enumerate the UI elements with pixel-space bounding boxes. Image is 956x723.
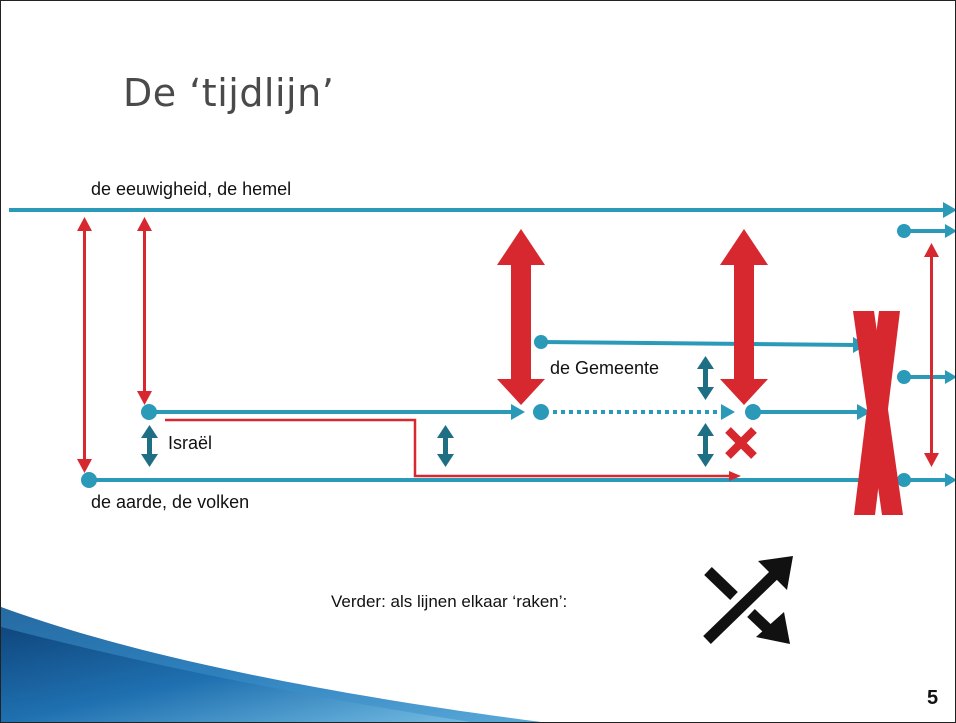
- earth-continue-arrowhead: [945, 473, 955, 487]
- heaven-israel-double-arrow: [137, 217, 152, 405]
- heaven-label: de eeuwigheid, de hemel: [91, 179, 292, 199]
- church-heaven-thick-double-arrow: [497, 229, 545, 405]
- israel-to-nations-red-line: [165, 418, 731, 478]
- middle-teal-double-arrow: [437, 425, 454, 467]
- church-continue-arrowhead: [945, 370, 955, 384]
- israel-resume-arrowhead: [857, 404, 871, 420]
- right-heaven-earth-double-arrow: [924, 243, 939, 467]
- heaven-earth-double-arrow: [77, 217, 92, 473]
- heaven-timeline-arrowhead: [943, 202, 955, 218]
- church-label: de Gemeente: [550, 358, 660, 378]
- page-number: 5: [927, 687, 939, 709]
- earth-label: de aarde, de volken: [91, 492, 250, 512]
- shuffle-arrows-icon: [703, 556, 793, 644]
- red-x-cross-icon: [725, 427, 757, 459]
- church-israel-teal-double-arrow: [697, 356, 714, 400]
- church-end-thick-double-arrow: [720, 229, 768, 405]
- israel-pause-dot: [533, 404, 549, 420]
- israel-earth-teal-double-arrow: [141, 425, 158, 467]
- note-text: Verder: als lijnen elkaar ‘raken’:: [331, 592, 568, 611]
- decorative-swoosh: [1, 607, 541, 722]
- church-timeline: [540, 340, 858, 347]
- lower-right-teal-double-arrow: [697, 423, 714, 467]
- israel-paused-arrowhead: [721, 404, 735, 420]
- new-heaven-arrowhead: [945, 224, 955, 238]
- israel-to-nations-arrowhead: [729, 471, 741, 481]
- israel-label: Israël: [168, 433, 213, 453]
- slide-title: De ‘tijdlijn’: [123, 71, 335, 115]
- israel-timeline-arrowhead: [511, 404, 525, 420]
- large-red-x-icon: [853, 311, 903, 515]
